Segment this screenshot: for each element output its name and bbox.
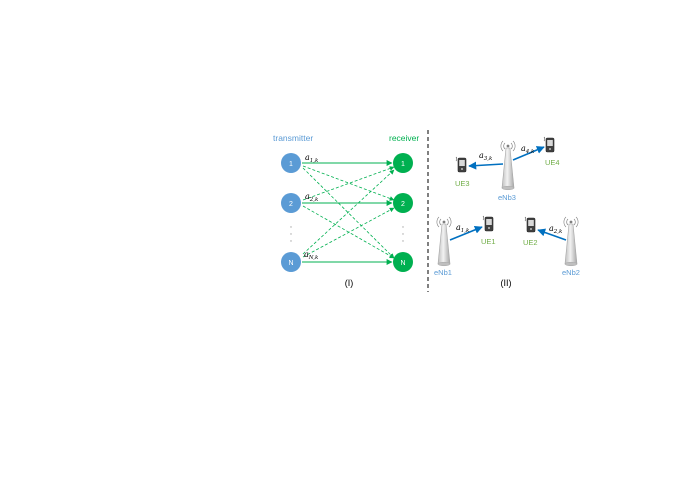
- link-tx1-rx2: [302, 165, 395, 201]
- enb2-label: eNb2: [562, 268, 580, 277]
- rx-node-n-label: N: [400, 260, 405, 267]
- tx-node-1-label: 1: [289, 161, 293, 168]
- rx-node-1: 1: [393, 153, 413, 173]
- enb1-base-station-icon: [436, 216, 452, 267]
- coef-aNk: aN,k: [304, 250, 319, 261]
- tx-ellipsis: [290, 226, 292, 242]
- tx-node-n: N: [281, 252, 301, 272]
- coef-a3k: a3,k: [479, 151, 493, 162]
- link-enb3-ue3: [468, 161, 504, 170]
- link-tx1-rxN: [302, 167, 395, 259]
- part-2-label: (II): [501, 278, 512, 288]
- receiver-label: receiver: [389, 133, 419, 143]
- link-txN-rx1: [302, 169, 395, 255]
- ue4-label: UE4: [545, 158, 560, 167]
- transmitter-label: transmitter: [273, 133, 313, 143]
- link-tx2-rx1: [302, 166, 395, 201]
- rx-node-2: 2: [393, 193, 413, 213]
- ue2-label: UE2: [523, 238, 538, 247]
- ue4-mobile-phone-icon: [543, 136, 555, 153]
- ue3-label: UE3: [455, 179, 470, 188]
- part-1-label: (I): [345, 278, 354, 288]
- rx-node-1-label: 1: [401, 161, 405, 168]
- part-2-cellular-network: a3,k a4,k UE3 UE4 eNb3 a1,k UE1 eNb1 a2,…: [434, 136, 580, 288]
- coef-a2k: a2,k: [305, 192, 319, 203]
- link-enb3-ue4: [512, 146, 545, 161]
- link-txN-rx2: [302, 207, 395, 258]
- coef-a2k-cell: a2,k: [549, 224, 563, 235]
- rx-ellipsis: [402, 226, 404, 242]
- tx-node-2-label: 2: [289, 201, 293, 208]
- coef-a1k: a1,k: [305, 153, 319, 164]
- link-enb1-ue1: [449, 226, 483, 241]
- enb3-base-station-icon: [500, 140, 516, 191]
- link-tx2-rxN: [302, 205, 395, 259]
- rx-node-2-label: 2: [401, 201, 405, 208]
- tx-node-1: 1: [281, 153, 301, 173]
- enb1-label: eNb1: [434, 268, 452, 277]
- tx-node-n-label: N: [288, 260, 293, 267]
- ue1-label: UE1: [481, 237, 496, 246]
- tx-node-2: 2: [281, 193, 301, 213]
- coef-a1k-cell: a1,k: [456, 223, 470, 234]
- rx-node-n: N: [393, 252, 413, 272]
- coef-a4k: a4,k: [521, 144, 535, 155]
- enb3-label: eNb3: [498, 193, 516, 202]
- part-1-interference-channel: transmitter receiver 1 2 N: [273, 133, 419, 288]
- enb2-base-station-icon: [563, 216, 579, 267]
- link-enb2-ue2: [537, 228, 567, 241]
- ue3-mobile-phone-icon: [455, 156, 467, 173]
- ue1-mobile-phone-icon: [482, 215, 494, 232]
- ue2-mobile-phone-icon: [524, 216, 536, 233]
- interference-links: [302, 165, 395, 259]
- direct-links: [302, 160, 393, 265]
